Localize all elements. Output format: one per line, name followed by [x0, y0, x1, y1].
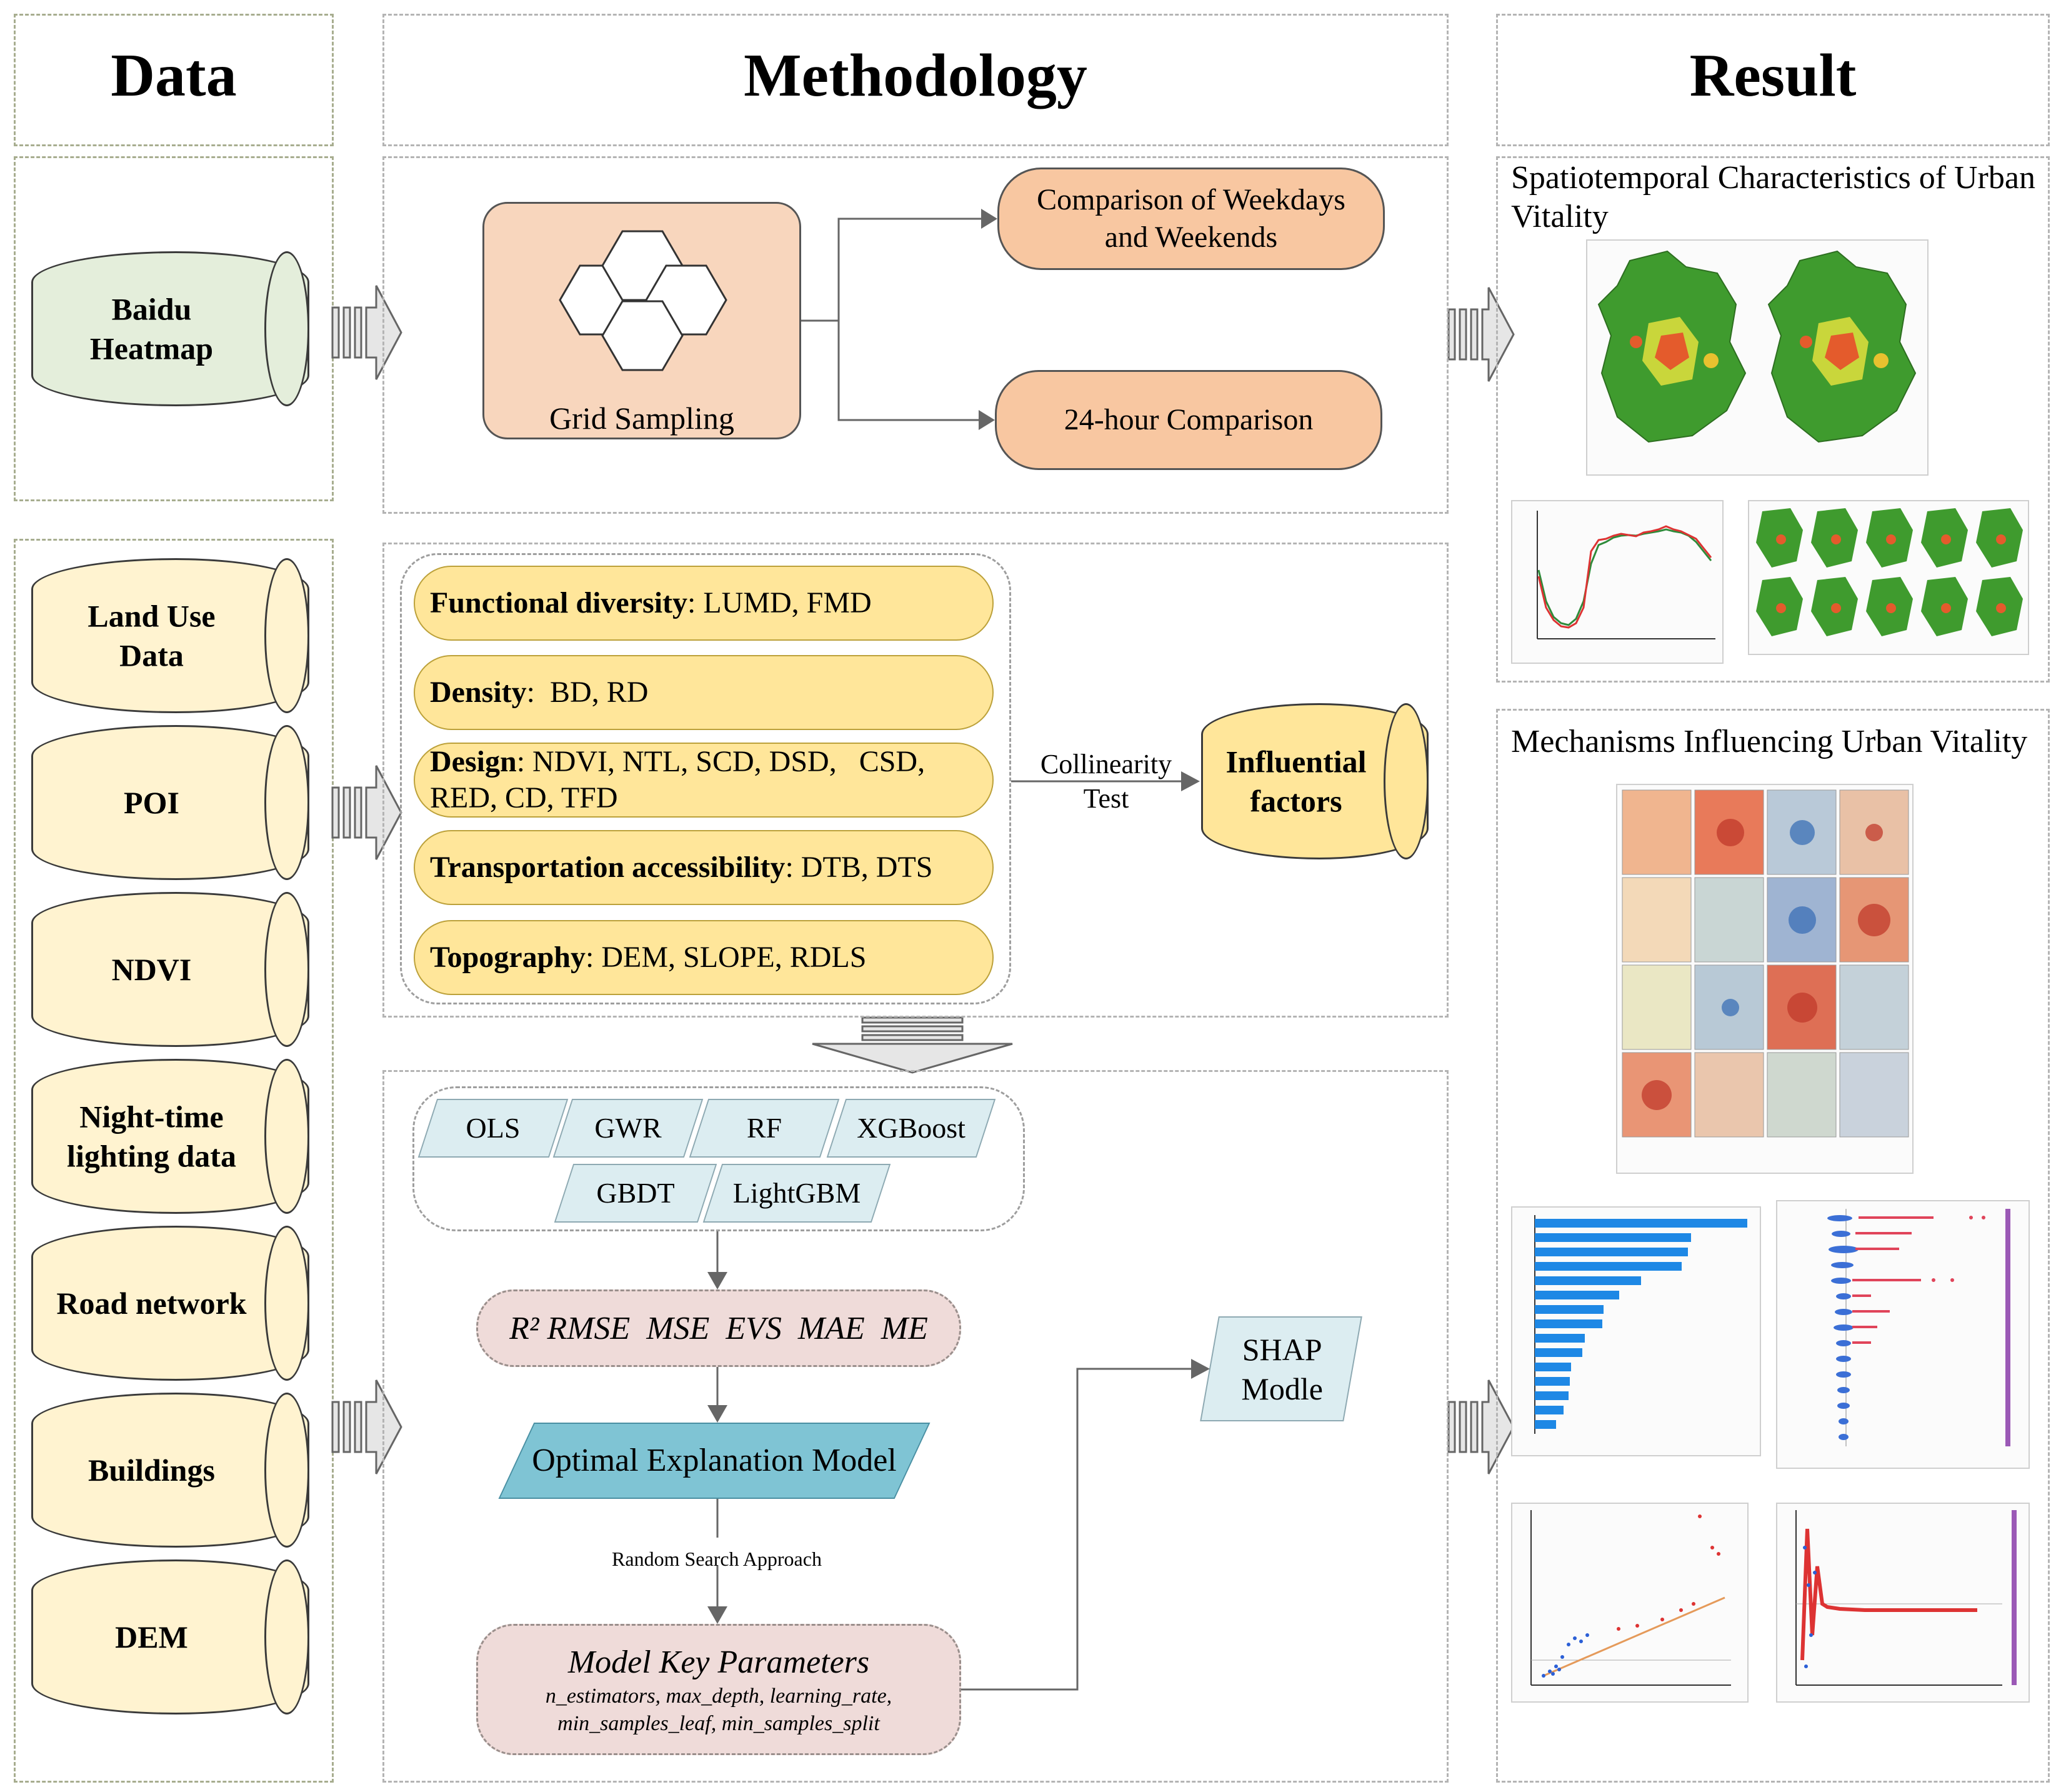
baidu-heatmap-cylinder: Baidu Heatmap [31, 251, 309, 406]
result-header: Result [1689, 42, 1857, 109]
factor-items: : BD, RD [526, 676, 649, 709]
cylinder-cap [264, 1393, 309, 1548]
factor-data-panel [14, 539, 334, 1783]
dependence-plot-bd [1511, 1503, 1749, 1703]
weekday-comparison-box: Comparison of Weekdays and Weekends [997, 168, 1385, 270]
night-light-cylinder: Night-time lighting data [31, 1059, 309, 1214]
hourly-small-maps [1756, 508, 2023, 636]
block-arrow-down [812, 1016, 1013, 1074]
cylinder-cap [264, 1226, 309, 1381]
dem-cylinder: DEM [31, 1559, 309, 1714]
cylinder-cap [264, 1059, 309, 1214]
collinearity-test-label: Collinearity Test [1040, 749, 1172, 814]
buildings-label: Buildings [88, 1452, 215, 1488]
hourly-line-plot [1537, 511, 1715, 639]
factor-title: Design [430, 745, 517, 779]
metrics-label: R² RMSE MSE EVS MAE ME [509, 1310, 928, 1346]
buildings-cylinder: Buildings [31, 1393, 309, 1548]
road-network-cylinder: Road network [31, 1226, 309, 1381]
dependence-scatter-left [1530, 1510, 1731, 1686]
cylinder-cap [264, 251, 309, 406]
influential-factors-cylinder: Influential factors [1201, 703, 1429, 859]
coefficient-map-grid [1622, 789, 1909, 1138]
params-title: Model Key Parameters [567, 1644, 870, 1680]
hourly-comparison-label: 24-hour Comparison [1064, 403, 1314, 436]
factor-items: : DEM, SLOPE, RDLS [586, 941, 867, 974]
factor-title: Topography [430, 941, 586, 974]
result-top-panel [1496, 156, 2050, 683]
factor-items: : NDVI, NTL, SCD, DSD, CSD, RED, CD, TFD [430, 745, 926, 814]
weekday-comparison-label: Comparison of Weekdays and Weekends [1037, 183, 1345, 254]
night-light-label: Night-time lighting data [67, 1099, 236, 1174]
factor-title: Transportation accessibility [430, 851, 786, 884]
influential-factors-label: Influential factors [1225, 744, 1367, 819]
baidu-heatmap-label: Baidu Heatmap [89, 291, 214, 366]
cylinder-cap [264, 725, 309, 880]
factor-topography: Topography: DEM, SLOPE, RDLS [414, 920, 994, 995]
hourly-line-chart [1511, 500, 1724, 664]
regression-coefficient-maps [1616, 784, 1914, 1174]
ndvi-label: NDVI [111, 951, 192, 987]
hexagon-grid-icon [559, 230, 727, 371]
land-use-label: Land Use Data [87, 598, 216, 673]
factors-panel [382, 543, 1449, 1018]
models-group-frame [412, 1086, 1025, 1231]
data-header: Data [111, 42, 237, 109]
factor-design: Design: NDVI, NTL, SCD, DSD, CSD, RED, C… [414, 743, 994, 818]
hourly-map-grid [1748, 500, 2029, 655]
poi-label: POI [124, 784, 179, 820]
cylinder-cap [264, 892, 309, 1047]
shap-beeswarm-plot [1776, 1200, 2030, 1469]
block-arrow-result-bottom [1447, 1379, 1515, 1474]
methodology-header-panel [382, 14, 1449, 146]
factors-group-frame [400, 553, 1011, 1004]
factor-title: Functional diversity [430, 586, 688, 620]
factor-title: Density [430, 676, 527, 709]
params-line1: n_estimators, max_depth, learning_rate, [545, 1684, 892, 1708]
cylinder-cap [264, 1559, 309, 1714]
grid-sampling-label: Grid Sampling [549, 401, 734, 436]
result-bottom-panel [1496, 709, 2050, 1783]
shap-bar-chart [1534, 1215, 1747, 1434]
hourly-comparison-box: 24-hour Comparison [995, 370, 1382, 470]
dem-label: DEM [115, 1619, 188, 1654]
spatiotemporal-title: Spatiotemporal Characteristics of Urban … [1511, 160, 2035, 235]
methodology-header: Methodology [744, 42, 1087, 109]
metrics-box: R² RMSE MSE EVS MAE ME [476, 1289, 961, 1367]
land-use-cylinder: Land Use Data [31, 558, 309, 713]
cylinder-cap [1384, 703, 1429, 859]
grid-panel [382, 156, 1449, 514]
road-network-label: Road network [56, 1285, 247, 1321]
params-box: Model Key Parameters n_estimators, max_d… [476, 1624, 961, 1755]
weekend-map [1767, 250, 1917, 443]
shap-importance-plot [1511, 1206, 1761, 1456]
weekday-weekend-maps [1586, 239, 1929, 476]
factor-density: Density: BD, RD [414, 655, 994, 730]
dependence-scatter-right [1795, 1510, 2017, 1686]
shap-beeswarm-chart [1827, 1209, 2010, 1446]
factor-functional-diversity: Functional diversity: LUMD, FMD [414, 566, 994, 641]
factor-items: : DTB, DTS [785, 851, 933, 884]
ndvi-cylinder: NDVI [31, 892, 309, 1047]
model-panel [382, 1070, 1449, 1783]
dependence-plot-dtb [1776, 1503, 2030, 1703]
cylinder-cap [264, 558, 309, 713]
mechanisms-title: Mechanisms Influencing Urban Vitality [1511, 724, 2028, 759]
factor-items: : LUMD, FMD [687, 586, 872, 620]
data-header-panel [14, 14, 334, 146]
weekday-map [1597, 250, 1747, 443]
params-line2: min_samples_leaf, min_samples_split [557, 1711, 880, 1735]
block-arrow-result-top [1447, 287, 1515, 382]
factor-transportation: Transportation accessibility: DTB, DTS [414, 830, 994, 905]
result-header-panel [1496, 14, 2050, 146]
poi-cylinder: POI [31, 725, 309, 880]
